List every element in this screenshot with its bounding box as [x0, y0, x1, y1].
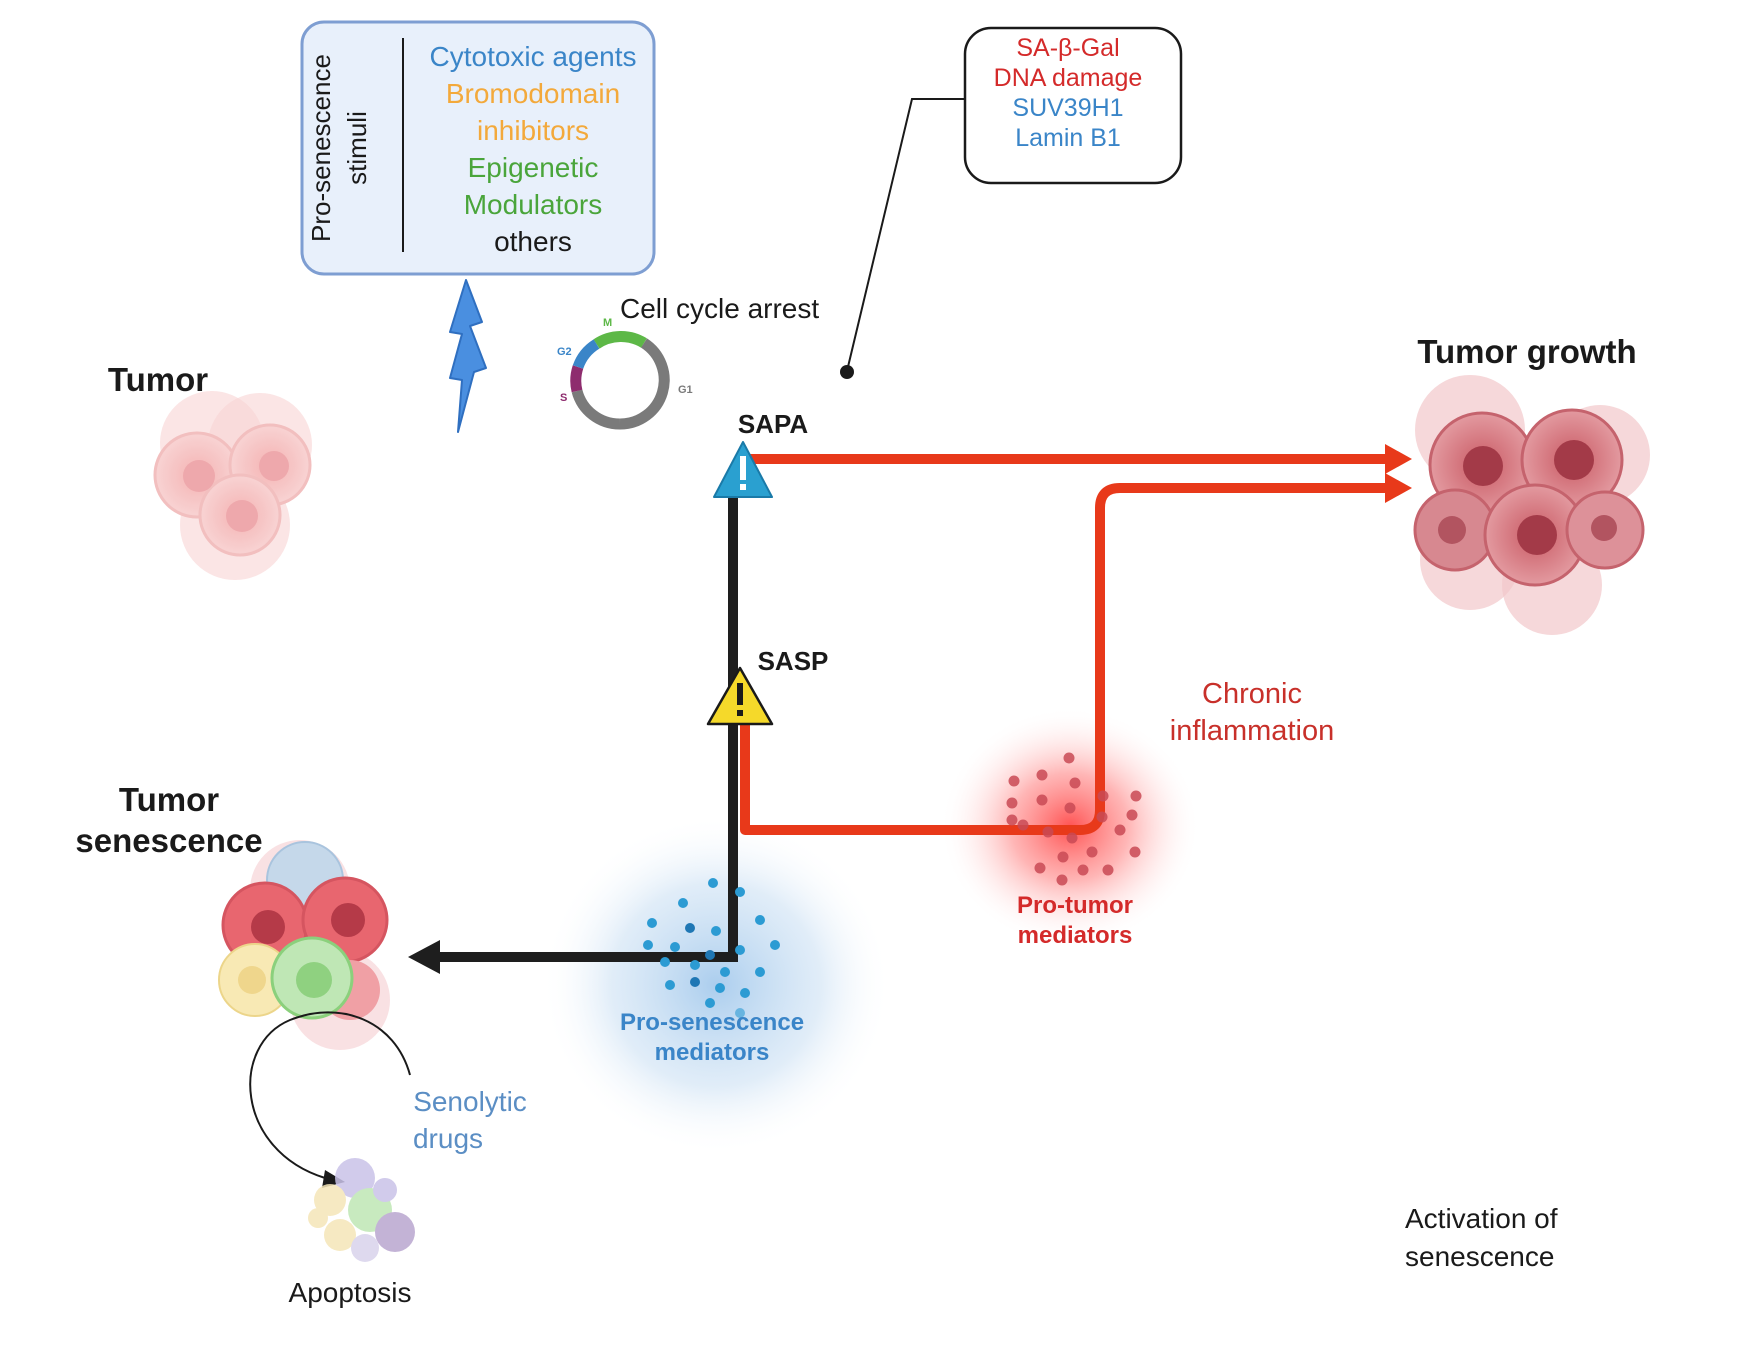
arrowhead-senescence	[408, 940, 440, 974]
sapa-warning-icon	[713, 441, 773, 498]
markers-callout-line	[846, 98, 965, 372]
phase-m-label: M	[603, 317, 612, 329]
apoptosis-label: Apoptosis	[289, 1277, 412, 1308]
stimuli-box: Pro-senescence stimuli Cytotoxic agents …	[300, 20, 656, 276]
tumor-growth-label: Tumor growth	[1417, 333, 1636, 370]
red-path-chronic	[740, 483, 1385, 835]
pro-senescence-label-line2: mediators	[655, 1039, 770, 1066]
cell-cycle-arrest-label: Cell cycle arrest	[620, 293, 819, 324]
pro-senescence-label-line1: Pro-senescence	[620, 1009, 804, 1036]
stimulus-bromodomain: Bromodomain	[446, 78, 620, 109]
senolytic-arrow	[249, 1011, 411, 1179]
stimulus-modulators: Modulators	[464, 189, 603, 220]
stimulus-epigenetic: Epigenetic	[468, 152, 599, 183]
tumor-growth-cells-icon	[1413, 375, 1650, 635]
arrowhead-growth-top	[1385, 444, 1412, 474]
marker-sa-beta-gal: SA-β-Gal	[1016, 34, 1119, 62]
markers-box: SA-β-Gal DNA damage SUV39H1 Lamin B1	[963, 26, 1183, 185]
stimuli-heading-line1: Pro-senescence	[306, 54, 336, 242]
cell-cycle-icon: M G2 S G1	[557, 317, 693, 430]
sasp-label: SASP	[758, 646, 829, 676]
tumor-label: Tumor	[108, 361, 208, 398]
phase-g1-label: G1	[678, 384, 693, 396]
activation-label-line2: senescence	[1405, 1241, 1554, 1272]
activation-label-line1: Activation of	[1405, 1203, 1558, 1234]
stimulus-cytotoxic: Cytotoxic agents	[430, 41, 637, 72]
pro-tumor-label-line1: Pro-tumor	[1017, 892, 1133, 919]
stimulus-others: others	[494, 226, 572, 257]
sasp-warning-icon	[706, 666, 774, 726]
pro-tumor-dots	[1006, 752, 1142, 886]
arrowhead-growth-bottom	[1385, 473, 1412, 503]
phase-g2-label: G2	[557, 346, 572, 358]
chronic-inflammation-label-line1: Chronic	[1202, 678, 1302, 710]
pro-senescence-dots	[643, 878, 780, 1018]
lightning-icon	[449, 279, 487, 433]
callout-dot	[840, 365, 854, 379]
tumor-senescence-label-line2: senescence	[75, 822, 262, 859]
stimulus-inhibitors: inhibitors	[477, 115, 589, 146]
chronic-inflammation-label-line2: inflammation	[1170, 715, 1334, 747]
apoptosis-cells-icon	[308, 1158, 415, 1262]
black-path-vertical	[440, 488, 738, 962]
marker-dna-damage: DNA damage	[994, 64, 1143, 92]
tumor-cells-icon	[153, 391, 312, 580]
tumor-senescence-label-line1: Tumor	[119, 781, 219, 818]
sapa-label: SAPA	[738, 409, 809, 439]
marker-lamin-b1: Lamin B1	[1015, 124, 1121, 152]
phase-s-label: S	[560, 392, 567, 404]
pro-tumor-label-line2: mediators	[1018, 922, 1133, 949]
senolytic-label-line2: drugs	[413, 1123, 483, 1154]
tumor-senescence-cells-icon	[218, 840, 390, 1050]
marker-suv39h1: SUV39H1	[1012, 94, 1123, 122]
senolytic-label-line1: Senolytic	[413, 1086, 527, 1117]
stimuli-heading-line2: stimuli	[342, 111, 372, 185]
